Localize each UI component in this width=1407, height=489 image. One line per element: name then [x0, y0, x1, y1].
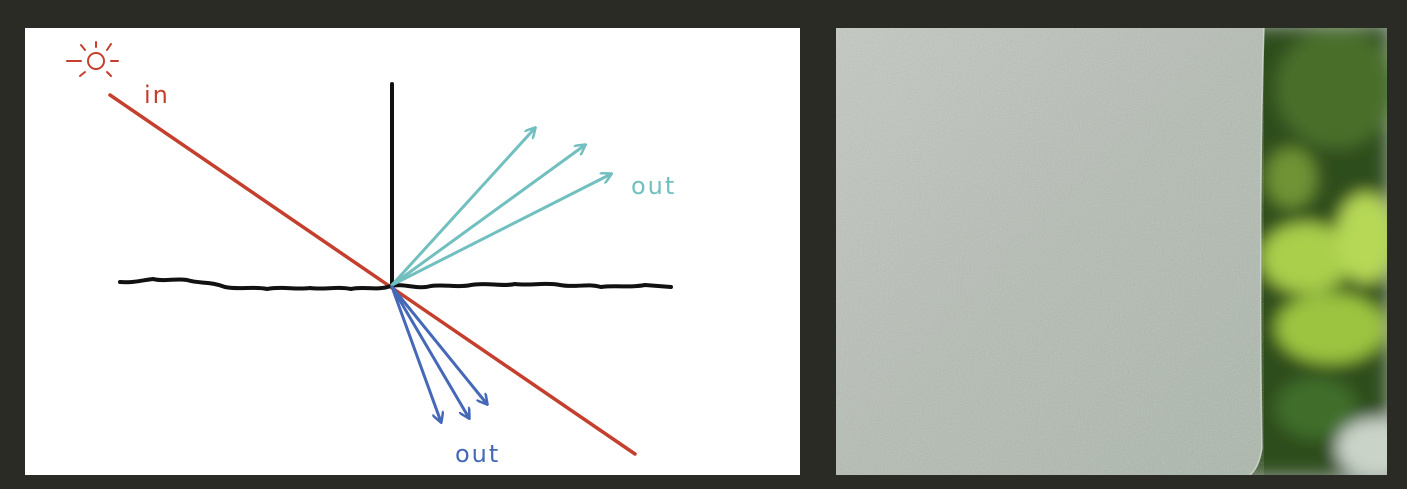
transmitted-ray — [390, 285, 487, 404]
reflected-ray — [390, 145, 585, 287]
reflected-rays — [390, 128, 611, 287]
frosted-glass-photo — [836, 28, 1387, 475]
reflected-ray — [390, 128, 535, 287]
incoming-label: in — [144, 81, 170, 109]
incoming-ray — [108, 93, 637, 456]
transmitted-ray — [390, 285, 441, 422]
diagram-canvas: in out out — [66, 41, 676, 468]
reflected-ray — [390, 174, 611, 287]
transmitted-ray — [390, 285, 469, 418]
transmitted-rays — [390, 285, 487, 422]
transmitted-label: out — [455, 440, 500, 468]
photo-canvas — [836, 28, 1387, 475]
diagram-panel: in out out — [25, 28, 800, 475]
frosted-glass-sheet — [836, 28, 1264, 475]
rough-surface — [118, 277, 673, 291]
sun-icon — [66, 41, 119, 77]
reflected-label: out — [631, 172, 676, 200]
